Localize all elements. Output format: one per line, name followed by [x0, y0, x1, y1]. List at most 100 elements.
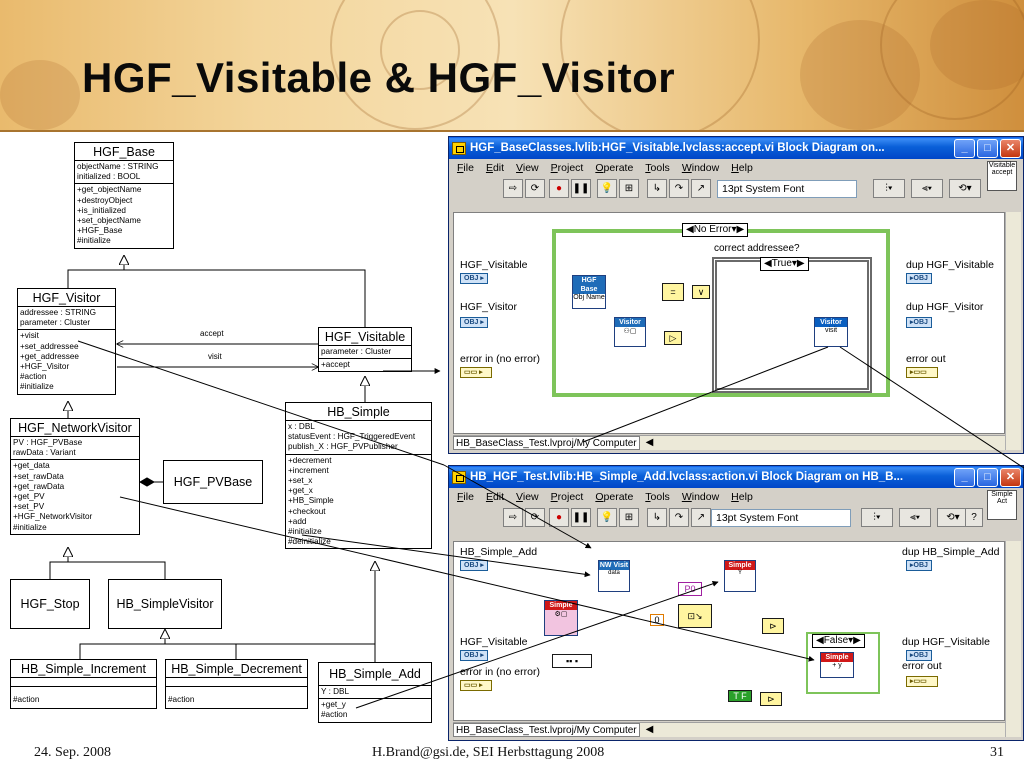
build-path-icon[interactable]: ▷: [664, 331, 682, 345]
vertical-scrollbar[interactable]: [1005, 541, 1021, 737]
scroll-left-icon[interactable]: ◀: [645, 724, 654, 735]
close-button[interactable]: ✕: [1000, 138, 1021, 158]
select-icon[interactable]: ⊳: [760, 692, 782, 706]
class-attributes: Y : DBL: [319, 686, 431, 700]
step-over-icon[interactable]: ↷: [669, 508, 689, 527]
menu-window[interactable]: Window: [681, 491, 720, 503]
menu-project[interactable]: Project: [550, 491, 584, 503]
highlight-execution-icon[interactable]: 💡: [597, 508, 617, 527]
window-titlebar[interactable]: HB_HGF_Test.lvlib:HB_Simple_Add.lvclass:…: [449, 466, 1023, 488]
error-cluster-terminal[interactable]: ▭▭ ▸: [460, 367, 492, 378]
nw-visit-node[interactable]: NW Visit data: [598, 560, 630, 592]
operation: #action: [168, 695, 195, 704]
variant-to-data-icon[interactable]: ⊡↘: [678, 604, 712, 628]
simple-get-y-node[interactable]: Simple Y: [724, 560, 756, 592]
menu-project[interactable]: Project: [550, 162, 584, 174]
case-selector-inner[interactable]: ◀True▾▶: [760, 257, 809, 271]
menu-file[interactable]: File: [457, 162, 474, 174]
pause-icon[interactable]: ❚❚: [571, 179, 591, 198]
case-structure-inner[interactable]: [712, 257, 872, 393]
boolean-constant[interactable]: T F: [728, 690, 752, 702]
step-out-icon[interactable]: ↗: [691, 179, 711, 198]
obj-terminal[interactable]: OBJ ▸: [460, 273, 488, 284]
abort-icon[interactable]: ●: [549, 508, 569, 527]
simple-class-constant[interactable]: Simple ⚙▢: [544, 600, 578, 636]
error-cluster-constant[interactable]: ▪▪ ▪: [552, 654, 592, 668]
step-out-icon[interactable]: ↗: [691, 508, 711, 527]
step-over-icon[interactable]: ↷: [669, 179, 689, 198]
vertical-scrollbar[interactable]: [1005, 212, 1021, 450]
menu-window[interactable]: Window: [681, 162, 720, 174]
case-selector[interactable]: ◀False▾▶: [812, 634, 865, 648]
case-selector-outer[interactable]: ◀No Error▾▶: [682, 223, 749, 237]
visitor-visit-node[interactable]: Visitor visit: [814, 317, 848, 347]
obj-terminal[interactable]: OBJ ▸: [460, 560, 488, 571]
minimize-button[interactable]: _: [954, 467, 975, 487]
obj-terminal[interactable]: OBJ ▸: [460, 317, 488, 328]
obj-indicator[interactable]: ▸OBJ: [906, 560, 932, 571]
case-structure[interactable]: [806, 632, 880, 694]
minimize-button[interactable]: _: [954, 138, 975, 158]
p0-constant[interactable]: P0: [678, 582, 702, 596]
visitor-node[interactable]: Visitor ⚇▢: [614, 317, 646, 347]
obj-indicator[interactable]: ▸OBJ: [906, 650, 932, 661]
vi-icon: Simple Act: [987, 490, 1017, 520]
run-continuously-icon[interactable]: ⟳: [525, 508, 545, 527]
distribute-objects-icon[interactable]: ⫷▾: [899, 508, 931, 527]
font-selector[interactable]: 13pt System Font: [717, 180, 857, 198]
retain-wire-values-icon[interactable]: ⊞: [619, 508, 639, 527]
menu-tools[interactable]: Tools: [645, 162, 670, 174]
operation: +set_objectName: [77, 216, 141, 226]
class-operations: #action: [11, 687, 156, 708]
menu-file[interactable]: File: [457, 491, 474, 503]
align-objects-icon[interactable]: ⫶▾: [873, 179, 905, 198]
obj-indicator[interactable]: ▸OBJ: [906, 273, 932, 284]
step-into-icon[interactable]: ↳: [647, 508, 667, 527]
zero-constant[interactable]: 0: [650, 614, 664, 626]
window-titlebar[interactable]: HGF_BaseClasses.lvlib:HGF_Visitable.lvcl…: [449, 137, 1023, 159]
menu-edit[interactable]: Edit: [485, 162, 505, 174]
reorder-icon[interactable]: ⟲▾: [949, 179, 981, 198]
align-objects-icon[interactable]: ⫶▾: [861, 508, 893, 527]
menu-edit[interactable]: Edit: [485, 491, 505, 503]
block-diagram[interactable]: HB_Simple_Add OBJ ▸ dup HB_Simple_Add ▸O…: [453, 541, 1005, 721]
equal-compare-icon[interactable]: =: [662, 283, 684, 301]
or-gate-icon[interactable]: ∨: [692, 285, 710, 299]
run-continuously-icon[interactable]: ⟳: [525, 179, 545, 198]
menu-view[interactable]: View: [516, 491, 539, 503]
help-icon[interactable]: ?: [965, 508, 983, 527]
run-arrow-icon[interactable]: ⇨: [503, 508, 523, 527]
step-into-icon[interactable]: ↳: [647, 179, 667, 198]
error-cluster-indicator[interactable]: ▸▭▭: [906, 367, 938, 378]
menu-operate[interactable]: Operate: [595, 162, 634, 174]
case-selector-value: No Error: [693, 224, 732, 235]
obj-indicator[interactable]: ▸OBJ: [906, 317, 932, 328]
menu-help[interactable]: Help: [731, 491, 753, 503]
retain-wire-values-icon[interactable]: ⊞: [619, 179, 639, 198]
menu-help[interactable]: Help: [731, 162, 753, 174]
class-attributes: parameter : Cluster: [319, 346, 411, 360]
labview-window-action[interactable]: HB_HGF_Test.lvlib:HB_Simple_Add.lvclass:…: [448, 465, 1024, 741]
run-arrow-icon[interactable]: ⇨: [503, 179, 523, 198]
distribute-objects-icon[interactable]: ⫷▾: [911, 179, 943, 198]
simple-add-node[interactable]: Simple + y: [820, 652, 854, 678]
menu-view[interactable]: View: [516, 162, 539, 174]
block-diagram[interactable]: ◀No Error▾▶ correct addressee? ◀True▾▶ H…: [453, 212, 1005, 434]
operation: #action: [321, 710, 348, 720]
pause-icon[interactable]: ❚❚: [571, 508, 591, 527]
maximize-button[interactable]: □: [977, 138, 998, 158]
menu-tools[interactable]: Tools: [645, 491, 670, 503]
close-button[interactable]: ✕: [1000, 467, 1021, 487]
labview-window-accept[interactable]: HGF_BaseClasses.lvlib:HGF_Visitable.lvcl…: [448, 136, 1024, 454]
abort-icon[interactable]: ●: [549, 179, 569, 198]
hgf-base-node[interactable]: HGF Base Obj Name: [572, 275, 606, 309]
scroll-left-icon[interactable]: ◀: [645, 437, 654, 448]
obj-terminal[interactable]: OBJ ▸: [460, 650, 488, 661]
maximize-button[interactable]: □: [977, 467, 998, 487]
menu-operate[interactable]: Operate: [595, 491, 634, 503]
error-cluster-indicator[interactable]: ▸▭▭: [906, 676, 938, 687]
highlight-execution-icon[interactable]: 💡: [597, 179, 617, 198]
error-cluster-terminal[interactable]: ▭▭ ▸: [460, 680, 492, 691]
font-selector[interactable]: 13pt System Font: [711, 509, 851, 527]
bundle-icon[interactable]: ⊳: [762, 618, 784, 634]
